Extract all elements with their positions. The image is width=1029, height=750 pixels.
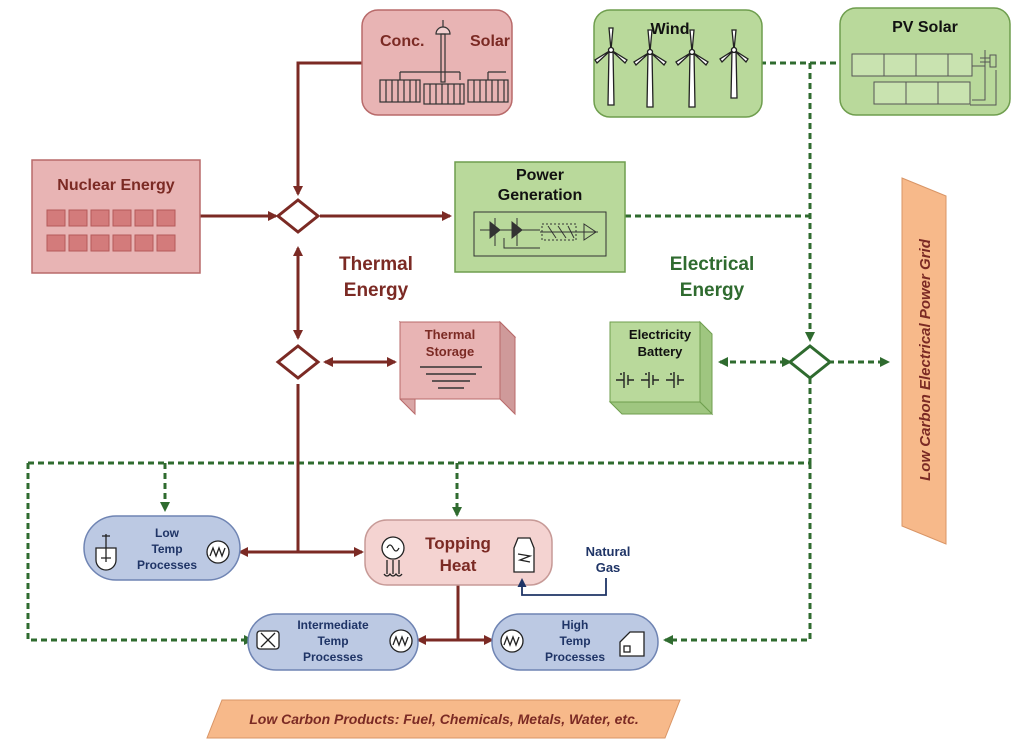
junction-diamonds (275, 198, 833, 380)
high-temp-processes-node: High Temp Processes (491, 613, 659, 671)
thermal-energy-line2: Energy (344, 280, 409, 301)
pv-solar-node: PV Solar (839, 7, 1011, 116)
mixer-tank-icon (95, 534, 117, 571)
conc-solar-label-right: Solar (470, 33, 510, 50)
intermediate-temp-line1: Intermediate (297, 618, 369, 632)
electrical-energy-label: Electrical Energy (670, 254, 755, 301)
battery-line1: Electricity (629, 327, 692, 342)
electricity-battery-node: Electricity Battery (608, 320, 714, 416)
turbine-generator-icon (473, 211, 607, 257)
electrical-energy-line1: Electrical (670, 254, 755, 275)
low-temp-line2: Temp (151, 542, 182, 556)
power-generation-line2: Generation (498, 187, 582, 204)
storage-layers-icon (420, 366, 482, 389)
low-temp-line3: Processes (137, 558, 197, 572)
products-label: Low Carbon Products: Fuel, Chemicals, Me… (249, 711, 639, 727)
natural-gas-node: Natural Gas (517, 544, 631, 596)
battery-cells-icon (616, 372, 684, 388)
topping-heat-line2: Heat (440, 556, 477, 575)
power-generation-line1: Power (516, 167, 564, 184)
thermal-junction-mid (275, 344, 321, 380)
high-temp-line1: High (562, 618, 589, 632)
power-grid-label: Low Carbon Electrical Power Grid (917, 238, 934, 481)
nuclear-energy-node: Nuclear Energy (31, 159, 201, 274)
natural-gas-line2: Gas (596, 560, 621, 575)
reactor-grid-icon (46, 209, 176, 252)
heat-exchanger-icon (389, 629, 413, 653)
pv-solar-label: PV Solar (892, 19, 958, 36)
natural-gas-line1: Natural (586, 544, 631, 559)
wind-turbines-icon (594, 27, 749, 108)
electrical-connectors (26, 61, 890, 645)
thermal-energy-label: Thermal Energy (339, 254, 413, 301)
thermal-storage-line1: Thermal (425, 327, 476, 342)
thermal-junction-top (275, 198, 321, 234)
solar-tower-icon (379, 20, 509, 105)
kiln-icon (619, 631, 645, 657)
intermediate-temp-line2: Temp (317, 634, 348, 648)
power-grid-node: Low Carbon Electrical Power Grid (901, 177, 947, 545)
low-temp-line1: Low (155, 526, 180, 540)
heat-exchanger-icon (500, 629, 524, 653)
electrical-energy-line2: Energy (680, 280, 745, 301)
intermediate-temp-processes-node: Intermediate Temp Processes (247, 613, 419, 671)
conc-solar-label-left: Conc. (380, 33, 424, 50)
wind-node: Wind (593, 9, 763, 118)
products-banner: Low Carbon Products: Fuel, Chemicals, Me… (206, 699, 681, 739)
nuclear-energy-label: Nuclear Energy (57, 177, 174, 194)
heat-exchanger-icon (206, 540, 230, 564)
thermal-energy-line1: Thermal (339, 254, 413, 275)
high-temp-line2: Temp (559, 634, 590, 648)
high-temp-line3: Processes (545, 650, 605, 664)
topping-heat-line1: Topping (425, 534, 491, 553)
intermediate-temp-line3: Processes (303, 650, 363, 664)
low-temp-processes-node: Low Temp Processes (83, 515, 241, 581)
thermal-storage-node: Thermal Storage (398, 320, 517, 416)
electric-heater-icon (381, 536, 405, 577)
wind-label: Wind (651, 21, 690, 38)
reactor-vessel-icon (256, 630, 280, 650)
power-generation-node: Power Generation (454, 161, 626, 273)
battery-line2: Battery (638, 344, 684, 359)
electrical-junction (787, 344, 833, 380)
thermal-storage-line2: Storage (426, 344, 474, 359)
solar-panels-icon (851, 50, 997, 106)
natural-gas-arrow (517, 578, 607, 596)
conc-solar-node: Conc. Solar (361, 9, 513, 116)
furnace-icon (513, 537, 535, 573)
topping-heat-node: Topping Heat (364, 519, 553, 586)
thermal-connectors (200, 61, 494, 645)
